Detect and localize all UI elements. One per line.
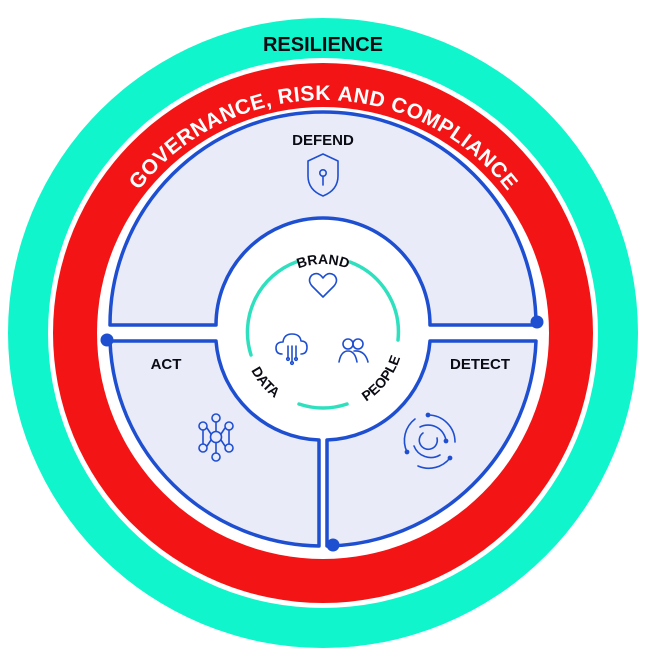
segment-act[interactable] [108,339,321,548]
segment-label-detect: DETECT [450,356,510,373]
connector-dot [100,333,114,347]
grc-label-word: RISK [276,82,338,109]
cloud-data-icon [275,333,308,366]
resilience-label: RESILIENCE [263,34,383,56]
shield-keyhole-icon [307,153,339,197]
people-group-icon [338,338,369,363]
segment-defend[interactable] [108,110,538,327]
network-hexagon-icon [198,413,234,462]
segment-detect[interactable] [325,339,538,548]
connector-dot [326,538,340,552]
core-label-brand: BRAND [294,251,351,271]
heart-icon [308,272,338,298]
core-arc-right [348,260,401,342]
core-arc-left [245,260,298,357]
segment-label-act: ACT [151,356,182,373]
core-circle [223,233,423,433]
segment-label-defend: DEFEND [292,132,354,149]
radar-orbit-icon [403,412,456,470]
connector-dot [530,315,544,329]
core-arc-bottom [297,402,349,410]
